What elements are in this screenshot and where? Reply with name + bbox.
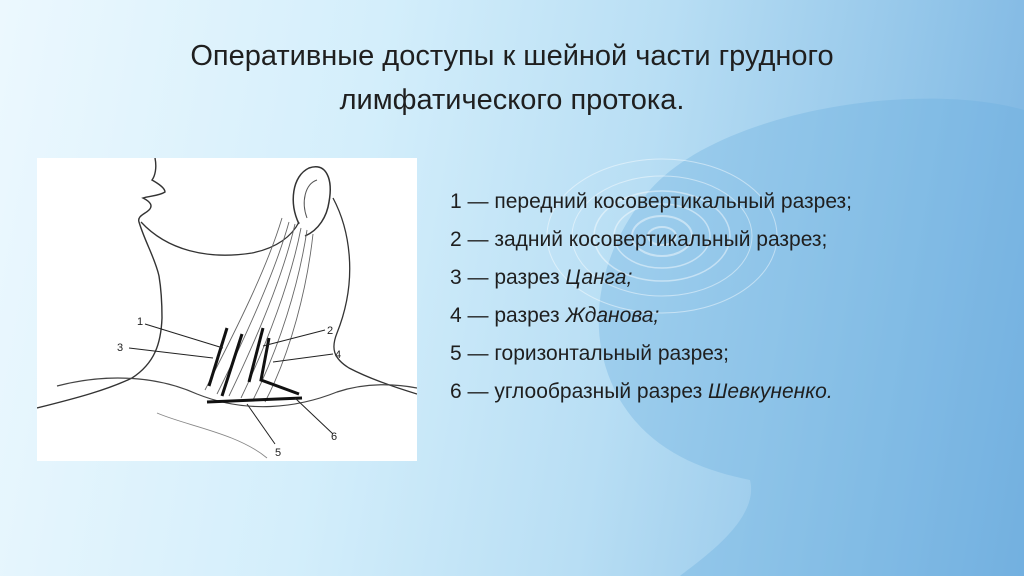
ear — [292, 166, 331, 237]
fig-label-5: 5 — [275, 447, 281, 459]
slide-title: Оперативные доступы к шейной части грудн… — [90, 34, 934, 122]
legend-item-4: 4 — разрез Жданова; — [450, 304, 660, 327]
fig-label-3: 3 — [117, 342, 123, 354]
jaw-line — [140, 221, 300, 256]
fig-label-6: 6 — [331, 431, 337, 443]
neck-incisions-figure: 1 2 3 4 5 6 — [37, 158, 417, 461]
chest-contour — [156, 412, 268, 459]
face-profile — [37, 158, 166, 409]
leader-lines — [128, 323, 334, 445]
legend-item-1: 1 — передний косовертикальный разрез; — [450, 190, 853, 213]
ear-inner — [303, 179, 318, 219]
ripple-rings — [546, 158, 778, 314]
legend-item-6: 6 — углообразный разрез Шевкуненко. — [450, 380, 833, 403]
neck-illustration: 1 2 3 4 5 6 — [37, 158, 417, 459]
incision-3 — [220, 333, 244, 397]
title-line-2: лимфатического протока. — [339, 84, 685, 116]
fig-label-2: 2 — [327, 325, 333, 337]
title-line-1: Оперативные доступы к шейной части грудн… — [190, 40, 834, 72]
neck-muscle — [204, 217, 314, 403]
incisions-legend: 1 — передний косовертикальный разрез; 2 … — [450, 186, 990, 414]
back-of-neck — [332, 197, 417, 395]
head-silhouette — [598, 98, 1024, 576]
clavicle — [56, 377, 417, 408]
fig-label-4: 4 — [335, 349, 341, 361]
legend-item-2: 2 — задний косовертикальный разрез; — [450, 228, 828, 251]
incision-5 — [206, 396, 303, 404]
legend-item-5: 5 — горизонтальный разрез; — [450, 342, 729, 365]
incision-2 — [247, 327, 265, 383]
incision-lines — [206, 327, 303, 404]
fig-label-1: 1 — [137, 316, 143, 328]
legend-item-3: 3 — разрез Цанга; — [450, 266, 633, 289]
incision-1 — [207, 327, 229, 387]
incision-4 — [259, 337, 300, 396]
